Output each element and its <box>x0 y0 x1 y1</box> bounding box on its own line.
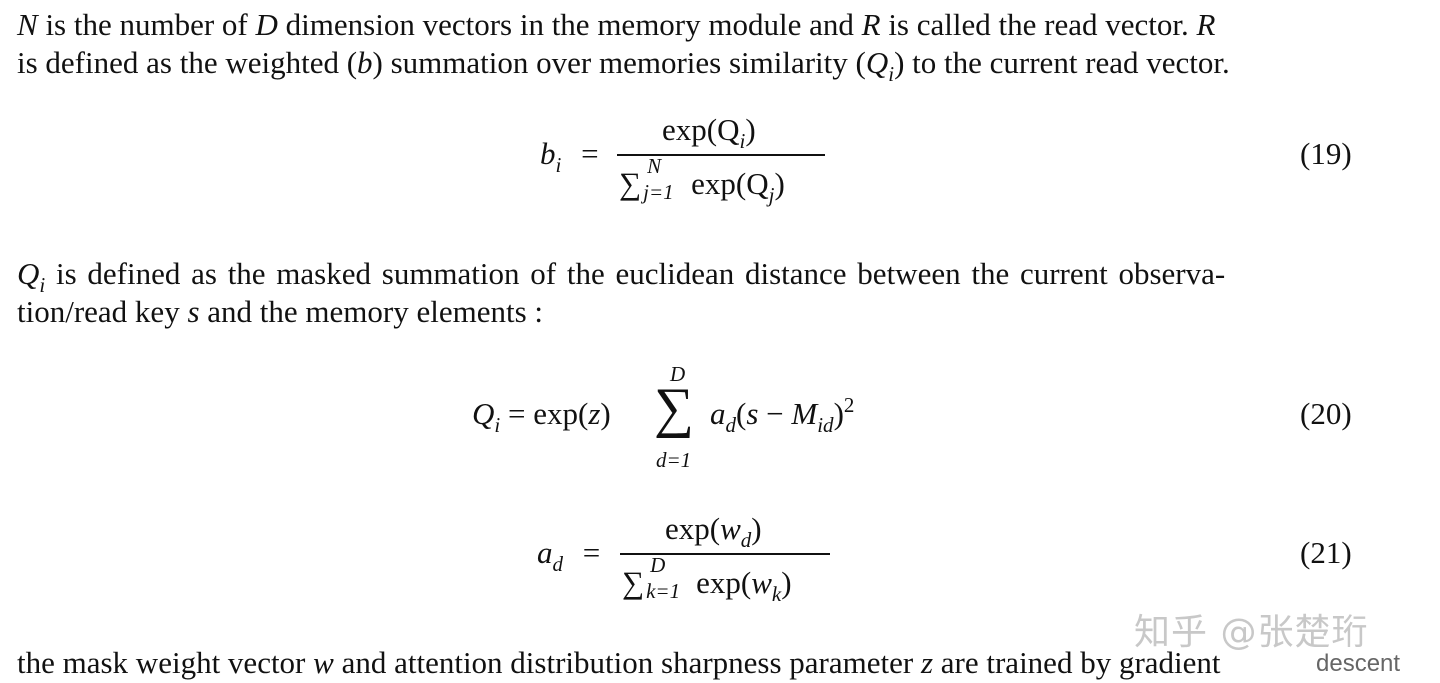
paragraph2-line1: Qi is defined as the masked summation of… <box>17 256 1226 297</box>
eq21-fraction-bar <box>620 553 830 555</box>
var-N: N <box>17 7 38 42</box>
equation-number-20: (20) <box>1300 396 1352 431</box>
eq19-fraction-bar <box>617 154 825 156</box>
eq21-lhs: ad = <box>537 535 601 576</box>
eq20-sum-upper: D <box>670 362 686 386</box>
zhihu-watermark: 知乎 @张楚珩 <box>1134 612 1369 653</box>
sum-symbol: ∑ <box>622 565 645 600</box>
eq21-numerator: exp(wd) <box>665 511 762 552</box>
var-R: R <box>861 7 881 42</box>
descent-word: descent <box>1316 650 1401 677</box>
paragraph1-line2: is defined as the weighted (b) summation… <box>17 45 1230 86</box>
eq20-sum-symbol: ∑ <box>654 377 694 439</box>
equation-number-19: (19) <box>1300 136 1352 171</box>
eq20-term: ad(s − Mid)2 <box>710 393 855 437</box>
eq19-numerator: exp(Qi) <box>662 112 756 153</box>
var-Q: Q <box>17 256 40 291</box>
sum-symbol: ∑ <box>619 166 642 201</box>
var-z: z <box>920 645 934 680</box>
paragraph1-line1: N is the number of D dimension vectors i… <box>17 7 1216 42</box>
eq20-sum-lower: d=1 <box>656 448 692 472</box>
equation-number-21: (21) <box>1300 535 1352 570</box>
var-D: D <box>255 7 278 42</box>
eq19-lhs: bi = <box>540 136 599 177</box>
eq20-left: Qi = exp(z) <box>472 396 611 437</box>
var-b: b <box>357 45 373 80</box>
paragraph3-line1: the mask weight vector w and attention d… <box>17 645 1221 680</box>
var-Q: Q <box>865 45 889 80</box>
var-R: R <box>1196 7 1216 42</box>
var-w: w <box>313 645 334 680</box>
var-s: s <box>187 294 200 329</box>
paragraph2-line2: tion/read key s and the memory elements … <box>17 294 544 329</box>
